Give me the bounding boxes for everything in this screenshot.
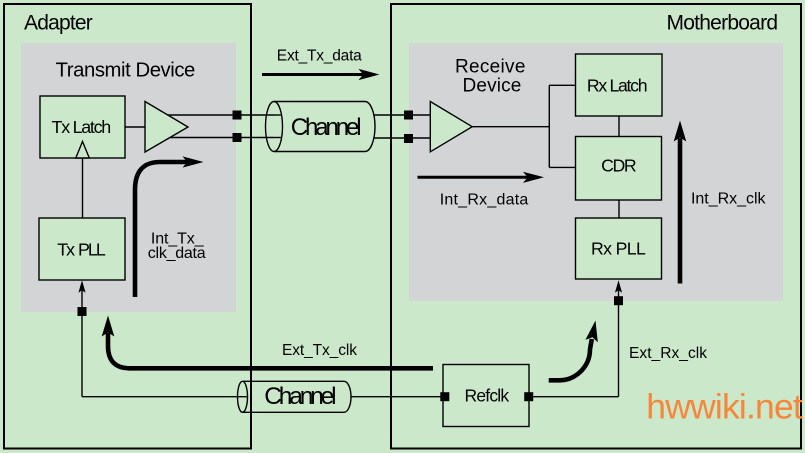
svg-text:Receive: Receive: [455, 57, 525, 78]
svg-text:Tx PLL: Tx PLL: [57, 240, 106, 260]
svg-text:Transmit Device: Transmit Device: [56, 59, 196, 81]
svg-text:Ext_Rx_clk: Ext_Rx_clk: [629, 345, 707, 362]
svg-text:Device: Device: [463, 76, 522, 97]
svg-text:Ext_Tx_clk: Ext_Tx_clk: [282, 342, 357, 359]
svg-text:Ext_Tx_data: Ext_Tx_data: [277, 48, 362, 65]
svg-text:CDR: CDR: [601, 156, 637, 176]
svg-text:clk_data: clk_data: [148, 245, 206, 262]
svg-text:Motherboard: Motherboard: [667, 12, 779, 35]
svg-text:Channel: Channel: [291, 114, 362, 141]
svg-text:Rx PLL: Rx PLL: [591, 239, 646, 259]
svg-text:Adapter: Adapter: [24, 12, 93, 35]
svg-text:Int_Rx_clk: Int_Rx_clk: [691, 190, 767, 207]
svg-text:Int_Tx_: Int_Tx_: [151, 230, 205, 247]
svg-text:Tx Latch: Tx Latch: [52, 117, 112, 137]
svg-text:Rx Latch: Rx Latch: [587, 76, 648, 96]
svg-text:Refclk: Refclk: [465, 386, 510, 406]
svg-text:Channel: Channel: [264, 383, 336, 410]
svg-text:Int_Rx_data: Int_Rx_data: [440, 192, 529, 209]
svg-text:hwwiki.net: hwwiki.net: [646, 387, 803, 427]
